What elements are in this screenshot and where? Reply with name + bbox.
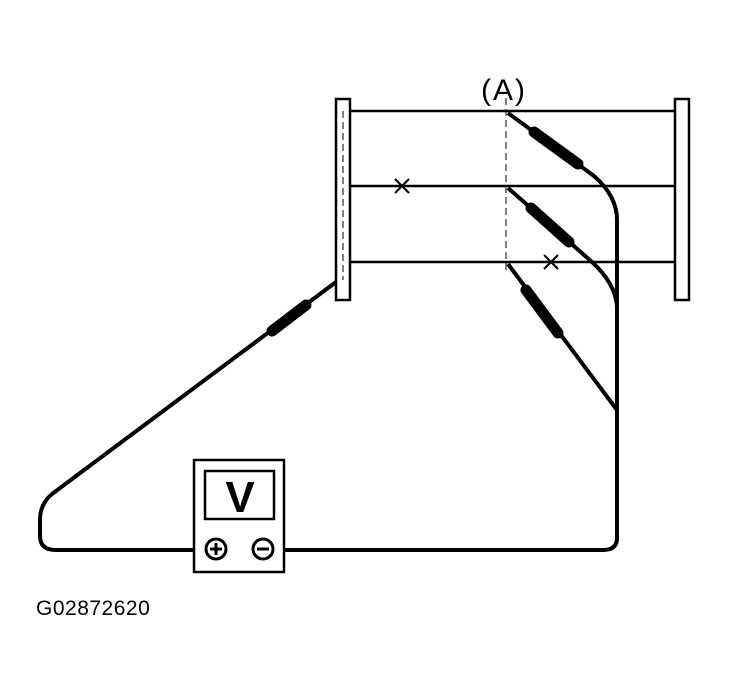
probe-tip-bottom <box>520 284 564 339</box>
negative-test-lead <box>276 406 619 552</box>
positive-terminal-icon <box>204 537 228 561</box>
probe-tip-middle <box>525 202 575 248</box>
positive-test-lead <box>38 280 338 552</box>
figure-code: G02872620 <box>36 597 151 620</box>
probe-tip-positive <box>266 299 312 337</box>
probe-lead-top <box>506 111 619 406</box>
point-a-label: (A) <box>481 74 527 107</box>
probe-lead-middle <box>506 186 619 307</box>
voltmeter-label: V <box>225 473 255 522</box>
voltmeter: V <box>192 458 286 574</box>
probe-tip-top <box>528 126 584 170</box>
cut-mark-bottom-wire <box>543 254 559 270</box>
cut-mark-middle-wire <box>394 178 410 194</box>
negative-terminal-icon <box>251 537 275 561</box>
right-connector-plate <box>673 97 691 302</box>
voltmeter-display <box>203 469 276 521</box>
